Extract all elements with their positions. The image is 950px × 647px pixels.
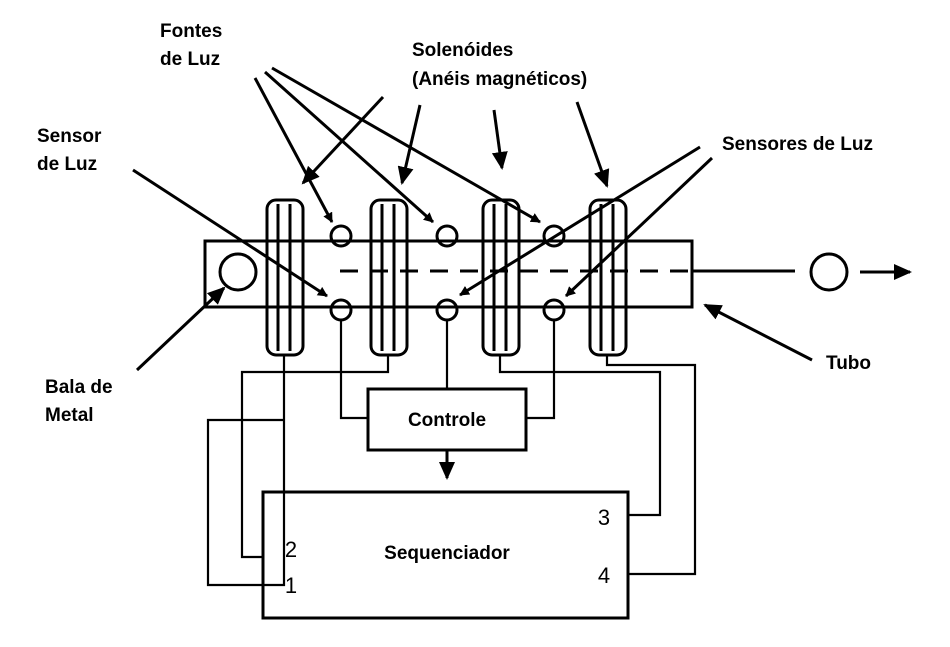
controle-label: Controle <box>408 410 486 431</box>
port-4: 4 <box>598 563 610 588</box>
bala-label-line1: Bala de <box>45 377 113 398</box>
solenoides-label-line2: (Anéis magnéticos) <box>412 69 587 90</box>
sensor-label-line2: de Luz <box>37 154 97 175</box>
port-1: 1 <box>285 573 297 598</box>
light-source-3 <box>542 224 566 248</box>
fontes-label-line1: Fontes <box>160 21 222 42</box>
sequenciador-label: Sequenciador <box>384 543 510 564</box>
tube <box>203 239 694 309</box>
light-sensor-2 <box>435 298 459 322</box>
wire-solenoid-2 <box>240 355 390 559</box>
fontes-arrows <box>253 66 541 224</box>
bala-arrow <box>135 286 226 372</box>
sensores-label: Sensores de Luz <box>722 134 873 155</box>
metal-ball <box>218 252 258 292</box>
port-3: 3 <box>598 505 610 530</box>
wire-sensor-1 <box>339 320 368 420</box>
solenoid-4 <box>588 198 628 357</box>
solenoides-label-line1: Solenóides <box>412 40 513 61</box>
exiting-ball <box>809 252 849 292</box>
tubo-arrow <box>703 303 813 362</box>
light-sensor-3 <box>542 298 566 322</box>
sensores-arrows <box>459 145 714 298</box>
sensor-arrow <box>132 168 328 298</box>
wire-sensor-3 <box>526 320 556 420</box>
solenoides-arrows <box>301 95 610 188</box>
wire-solenoid-3 <box>498 355 662 517</box>
light-source-1 <box>329 224 353 248</box>
sequenciador-box <box>261 490 630 620</box>
tubo-label: Tubo <box>826 353 871 374</box>
light-source-2 <box>435 224 459 248</box>
fontes-label-line2: de Luz <box>160 49 220 70</box>
wire-solenoid-1-b <box>206 418 284 587</box>
wire-solenoid-4 <box>605 355 697 576</box>
light-sensor-1 <box>329 298 353 322</box>
wire-solenoid-1 <box>263 355 286 587</box>
sensor-label-line1: Sensor <box>37 126 102 147</box>
solenoid-2 <box>369 198 409 357</box>
bala-label-line2: Metal <box>45 405 94 426</box>
port-2: 2 <box>285 537 297 562</box>
